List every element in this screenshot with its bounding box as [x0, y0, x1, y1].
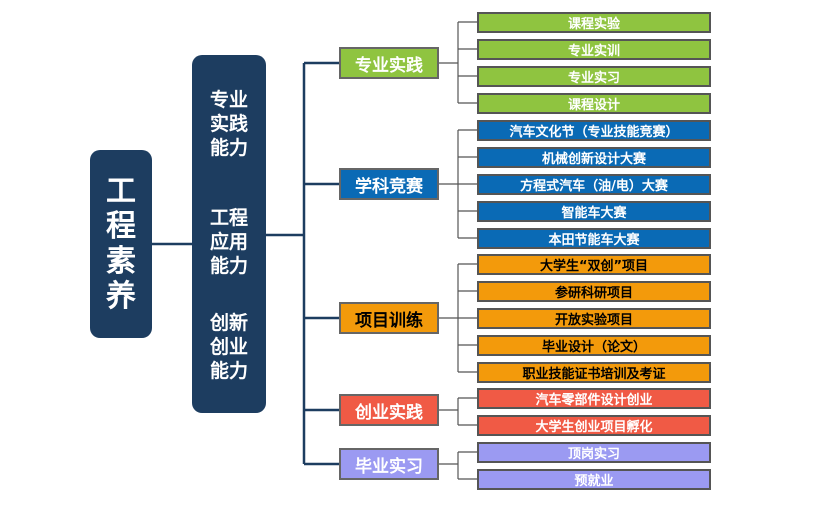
leaf-item: 大学生创业项目孵化 — [477, 415, 711, 436]
leaf-item: 汽车零部件设计创业 — [477, 388, 711, 409]
category-subject-competition: 学科竞赛 — [339, 168, 439, 200]
root-char: 素 — [106, 244, 136, 279]
ability-line: 创新 — [209, 312, 248, 334]
leaf-item: 专业实习 — [477, 66, 711, 87]
leaf-item: 预就业 — [477, 469, 711, 490]
category-graduation-internship: 毕业实习 — [339, 448, 439, 480]
ability-line: 应用 — [209, 231, 248, 253]
leaf-item: 专业实训 — [477, 39, 711, 60]
leaf-item: 汽车文化节（专业技能竞赛） — [477, 120, 711, 141]
leaf-item: 开放实验项目 — [477, 308, 711, 329]
ability-line: 能力 — [209, 360, 248, 382]
ability-line: 实践 — [209, 113, 248, 135]
ability-group-innovation-entrepreneurship: 创新 创业 能力 — [192, 311, 266, 383]
ability-group-professional-practice: 专业 实践 能力 — [192, 88, 266, 160]
root-char: 工 — [106, 174, 136, 209]
leaf-item: 课程实验 — [477, 12, 711, 33]
leaf-item: 方程式汽车（油/电）大赛 — [477, 174, 711, 195]
leaf-item: 智能车大赛 — [477, 201, 711, 222]
ability-line: 专业 — [209, 89, 248, 111]
root-char: 程 — [106, 209, 136, 244]
leaf-item: 职业技能证书培训及考证 — [477, 362, 711, 383]
leaf-item: 本田节能车大赛 — [477, 228, 711, 249]
category-entrepreneurship-practice: 创业实践 — [339, 394, 439, 426]
leaf-item: 参研科研项目 — [477, 281, 711, 302]
ability-group-engineering-application: 工程 应用 能力 — [192, 206, 266, 278]
leaf-item: 毕业设计（论文） — [477, 335, 711, 356]
ability-line: 创业 — [209, 336, 248, 358]
ability-line: 工程 — [209, 207, 248, 229]
leaf-item: 机械创新设计大赛 — [477, 147, 711, 168]
ability-node: 专业 实践 能力 工程 应用 能力 创新 创业 能力 — [192, 55, 266, 413]
root-node-engineering-literacy: 工 程 素 养 — [90, 150, 152, 338]
category-professional-practice: 专业实践 — [339, 47, 439, 79]
ability-line: 能力 — [209, 137, 248, 159]
leaf-item: 课程设计 — [477, 93, 711, 114]
category-project-training: 项目训练 — [339, 302, 439, 334]
leaf-item: 大学生“双创”项目 — [477, 254, 711, 275]
leaf-item: 顶岗实习 — [477, 442, 711, 463]
ability-line: 能力 — [209, 255, 248, 277]
root-char: 养 — [106, 279, 136, 314]
